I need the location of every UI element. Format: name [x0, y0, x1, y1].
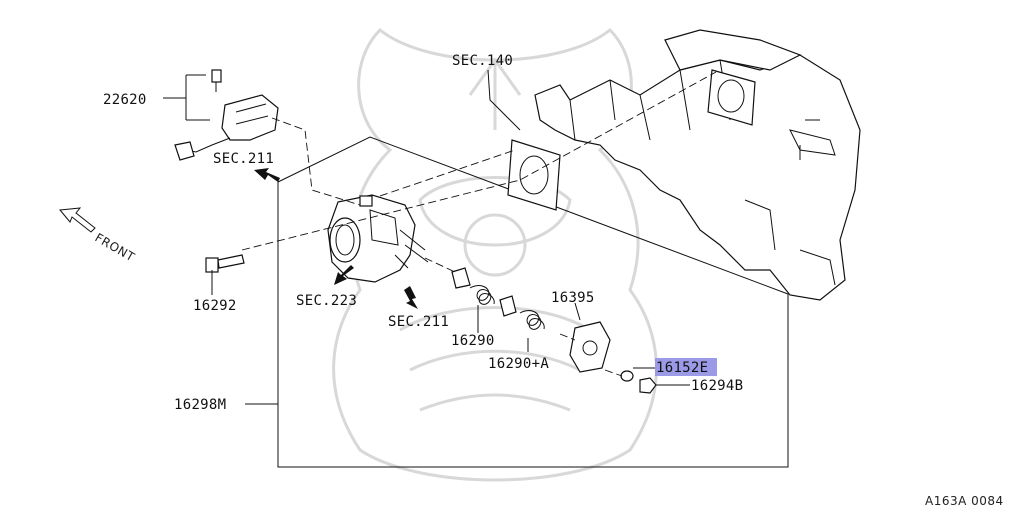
- front-label: FRONT: [93, 230, 138, 264]
- label-16152e[interactable]: 16152E: [656, 360, 708, 376]
- intake-manifold: [534, 29, 861, 301]
- washer: [620, 370, 634, 382]
- figure-code: A163A 0084: [925, 494, 1004, 508]
- label-16292[interactable]: 16292: [193, 298, 237, 314]
- label-sec-211-bottom[interactable]: SEC.211: [388, 314, 449, 330]
- spring-16290a: [519, 310, 545, 330]
- label-16395[interactable]: 16395: [551, 290, 595, 306]
- alignment-lines: [241, 71, 717, 377]
- label-sec-223[interactable]: SEC.223: [296, 293, 357, 309]
- highlight-16152e[interactable]: [655, 358, 717, 376]
- arrow-to-sec211-bottom: [404, 286, 418, 309]
- label-22620[interactable]: 22620: [103, 92, 147, 108]
- front-arrow-icon: [59, 207, 96, 233]
- label-sec-211-top[interactable]: SEC.211: [213, 151, 274, 167]
- label-16290[interactable]: 16290: [451, 333, 495, 349]
- label-16294b[interactable]: 16294B: [691, 378, 743, 394]
- bolt: [205, 254, 245, 273]
- label-16298m[interactable]: 16298M: [174, 397, 226, 413]
- arrow-to-sec223: [334, 265, 354, 285]
- spring-collar: [499, 295, 517, 317]
- assembly-frame: [277, 136, 789, 468]
- throttle-position-sensor: [174, 69, 279, 161]
- spring-seat: [451, 267, 471, 289]
- throttle-drum: [569, 321, 611, 373]
- label-16290a[interactable]: 16290+A: [488, 356, 549, 372]
- throttle-body: [327, 194, 429, 283]
- arrow-to-sec211-top: [254, 168, 280, 182]
- spring-16290: [469, 285, 495, 305]
- label-sec-140[interactable]: SEC.140: [452, 53, 513, 69]
- leader-lines: [163, 69, 690, 405]
- nut: [639, 377, 657, 394]
- throttle-gasket: [507, 139, 561, 211]
